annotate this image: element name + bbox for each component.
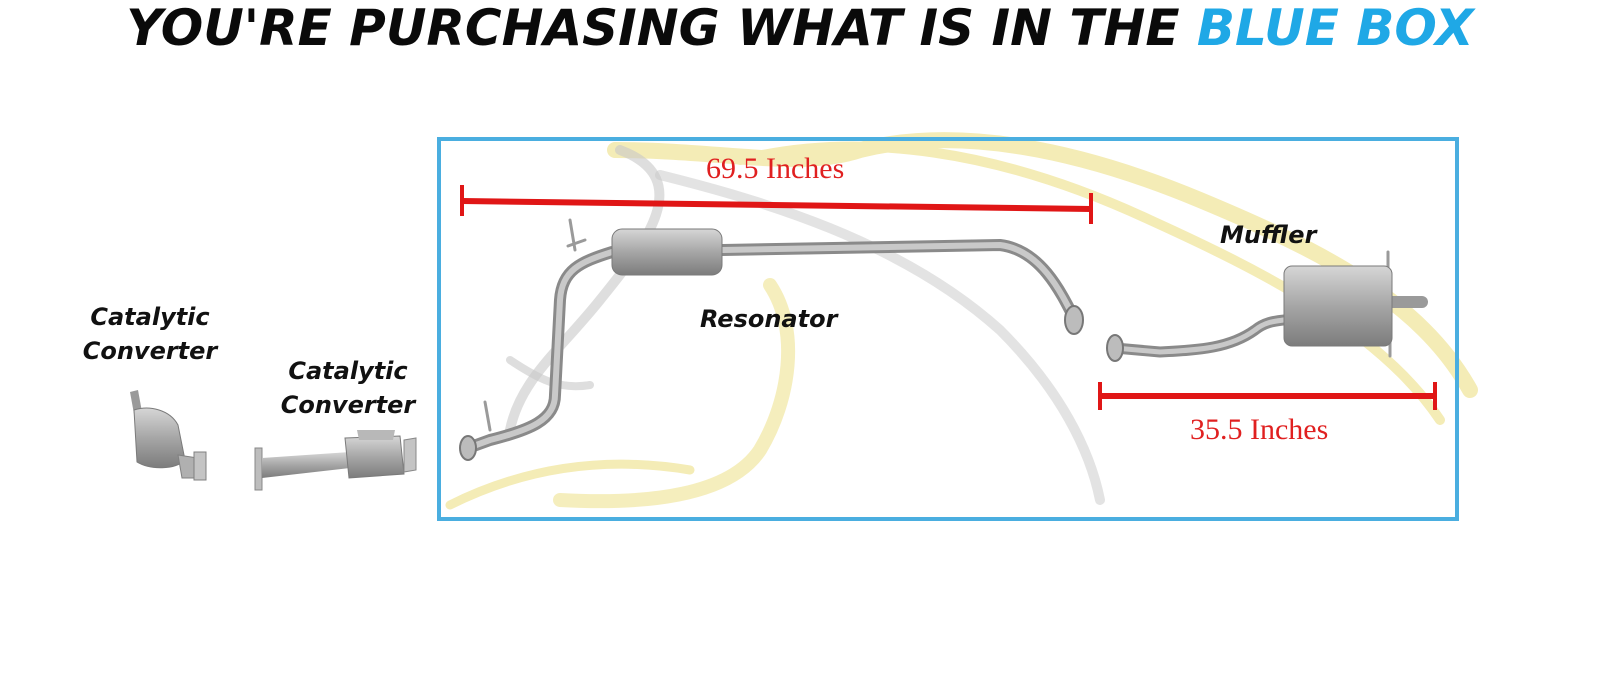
muffler-pipe-icon <box>1109 250 1428 358</box>
resonator-pipe-icon <box>462 218 1081 454</box>
muffler-label: Muffler <box>1220 221 1317 249</box>
catalytic-converter-1-label: Catalytic Converter <box>70 300 230 368</box>
mid-flange-icon <box>1064 305 1084 335</box>
headline-prefix: YOU'RE PURCHASING WHAT IS IN THE <box>126 0 1180 57</box>
resonator-label: Resonator <box>700 305 838 333</box>
headline: YOU'RE PURCHASING WHAT IS IN THE BLUE BO… <box>0 0 1600 60</box>
headline-accent: BLUE BOX <box>1196 0 1474 57</box>
catalytic-converter-1-line1: Catalytic <box>90 303 210 331</box>
front-flange-icon <box>459 435 477 461</box>
front-dimension-line <box>460 185 1093 224</box>
blue-box <box>437 137 1459 521</box>
catalytic-converter-2-line2: Converter <box>280 391 416 419</box>
catalytic-converter-2-line1: Catalytic <box>288 357 408 385</box>
front-dimension-label: 69.5 Inches <box>706 152 845 185</box>
catalytic-converter-2-icon <box>254 430 417 491</box>
catalytic-converter-1-line2: Converter <box>82 337 218 365</box>
catalytic-converter-1-icon <box>130 390 207 481</box>
rear-flange-icon <box>1106 334 1124 362</box>
resonator-icon <box>611 228 723 276</box>
muffler-icon <box>1283 265 1393 347</box>
rear-dimension-label: 35.5 Inches <box>1190 413 1329 446</box>
catalytic-converter-2-label: Catalytic Converter <box>268 354 428 422</box>
rear-dimension-line <box>1098 382 1437 410</box>
